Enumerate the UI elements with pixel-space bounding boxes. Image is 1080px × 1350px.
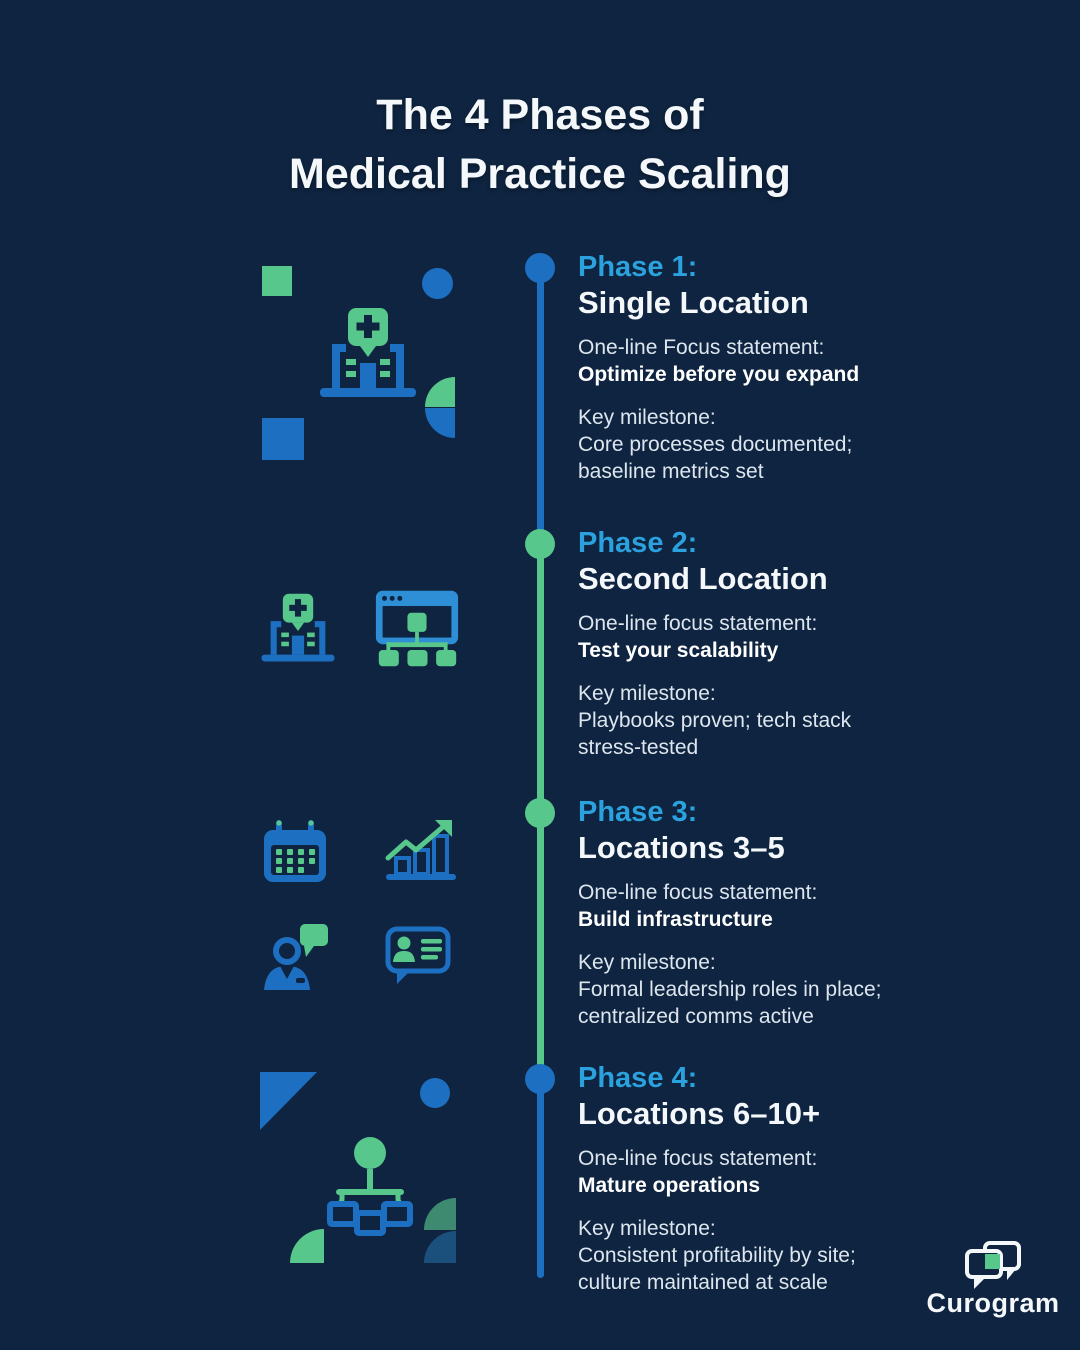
phase-3-milestone-line-1: Formal leadership roles in place; <box>578 978 882 1001</box>
phase-4-milestone-line-2: culture maintained at scale <box>578 1271 828 1294</box>
phase-4-focus-label: One-line focus statement: <box>578 1147 818 1170</box>
timeline-dot-phase-2 <box>525 529 555 559</box>
calendar-icon <box>262 818 328 884</box>
hospital-icon <box>260 592 336 664</box>
phase-2-focus: Test your scalability <box>578 639 779 662</box>
timeline-segment-3 <box>537 812 544 1078</box>
phase-4-subtitle: Locations 6–10+ <box>578 1096 821 1131</box>
phase-3-focus: Build infrastructure <box>578 908 773 931</box>
blue-triangle-icon <box>260 1072 317 1130</box>
brand-name: Curogram <box>926 1288 1060 1318</box>
timeline-segment-4 <box>537 1078 544 1278</box>
blue-square-icon <box>262 418 304 460</box>
timeline-dot-phase-3 <box>525 798 555 828</box>
phase-4-milestone-label: Key milestone: <box>578 1217 716 1240</box>
blue-circle-icon <box>420 1078 450 1108</box>
blue-circle-icon <box>422 268 453 299</box>
phase-2-focus-label: One-line focus statement: <box>578 612 818 635</box>
timeline-dot-phase-4 <box>525 1064 555 1094</box>
phase-1-milestone-line-2: baseline metrics set <box>578 460 764 483</box>
phase-1-heading: Phase 1: <box>578 251 698 283</box>
phase-1-section: Phase 1: Single Location One-line Focus … <box>578 250 950 485</box>
green-quarter-icon <box>290 1229 324 1263</box>
phase-4-section: Phase 4: Locations 6–10+ One-line focus … <box>578 1061 950 1296</box>
phase-2-milestone-line-1: Playbooks proven; tech stack <box>578 709 852 732</box>
green-square-icon <box>262 266 292 296</box>
phase-3-section: Phase 3: Locations 3–5 One-line focus st… <box>578 795 950 1030</box>
org-chart-person-icon <box>318 1130 422 1236</box>
teal-quarter-icon <box>424 1198 456 1230</box>
phase-1-milestone-label: Key milestone: <box>578 406 716 429</box>
contact-chat-icon <box>384 926 452 986</box>
phase-1-subtitle: Single Location <box>578 285 809 320</box>
title-line-1: The 4 Phases of <box>376 91 704 139</box>
phase-2-heading: Phase 2: <box>578 527 698 559</box>
phase-2-milestone-line-2: stress-tested <box>578 736 699 759</box>
phase-3-heading: Phase 3: <box>578 796 698 828</box>
phase-1-milestone-line-1: Core processes documented; <box>578 433 853 456</box>
growth-chart-icon <box>384 816 458 882</box>
phase-4-milestone-line-1: Consistent profitability by site; <box>578 1244 856 1267</box>
timeline-dot-phase-1 <box>525 253 555 283</box>
phase-2-subtitle: Second Location <box>578 561 828 596</box>
phase-3-focus-label: One-line focus statement: <box>578 881 818 904</box>
phase-4-focus: Mature operations <box>578 1174 761 1197</box>
phase-3-milestone-line-2: centralized comms active <box>578 1005 814 1028</box>
phase-2-section: Phase 2: Second Location One-line focus … <box>578 526 950 761</box>
page-title: The 4 Phases of Medical Practice Scaling <box>0 86 1080 204</box>
phase-1-focus-label: One-line Focus statement: <box>578 336 825 359</box>
browser-org-chart-icon <box>374 588 460 668</box>
hospital-icon <box>318 306 418 400</box>
phase-3-milestone-label: Key milestone: <box>578 951 716 974</box>
timeline-segment-1 <box>537 267 544 543</box>
person-speech-icon <box>260 918 330 992</box>
phase-4-heading: Phase 4: <box>578 1062 698 1094</box>
phase-1-focus: Optimize before you expand <box>578 363 860 386</box>
title-line-2: Medical Practice Scaling <box>289 150 791 198</box>
chat-bubbles-icon <box>962 1240 1024 1290</box>
phase-2-milestone-label: Key milestone: <box>578 682 716 705</box>
timeline-segment-2 <box>537 543 544 812</box>
blue-quarter-icon <box>425 408 455 438</box>
steel-quarter-icon <box>424 1231 456 1263</box>
green-quarter-icon <box>425 377 455 407</box>
phase-3-subtitle: Locations 3–5 <box>578 830 785 865</box>
